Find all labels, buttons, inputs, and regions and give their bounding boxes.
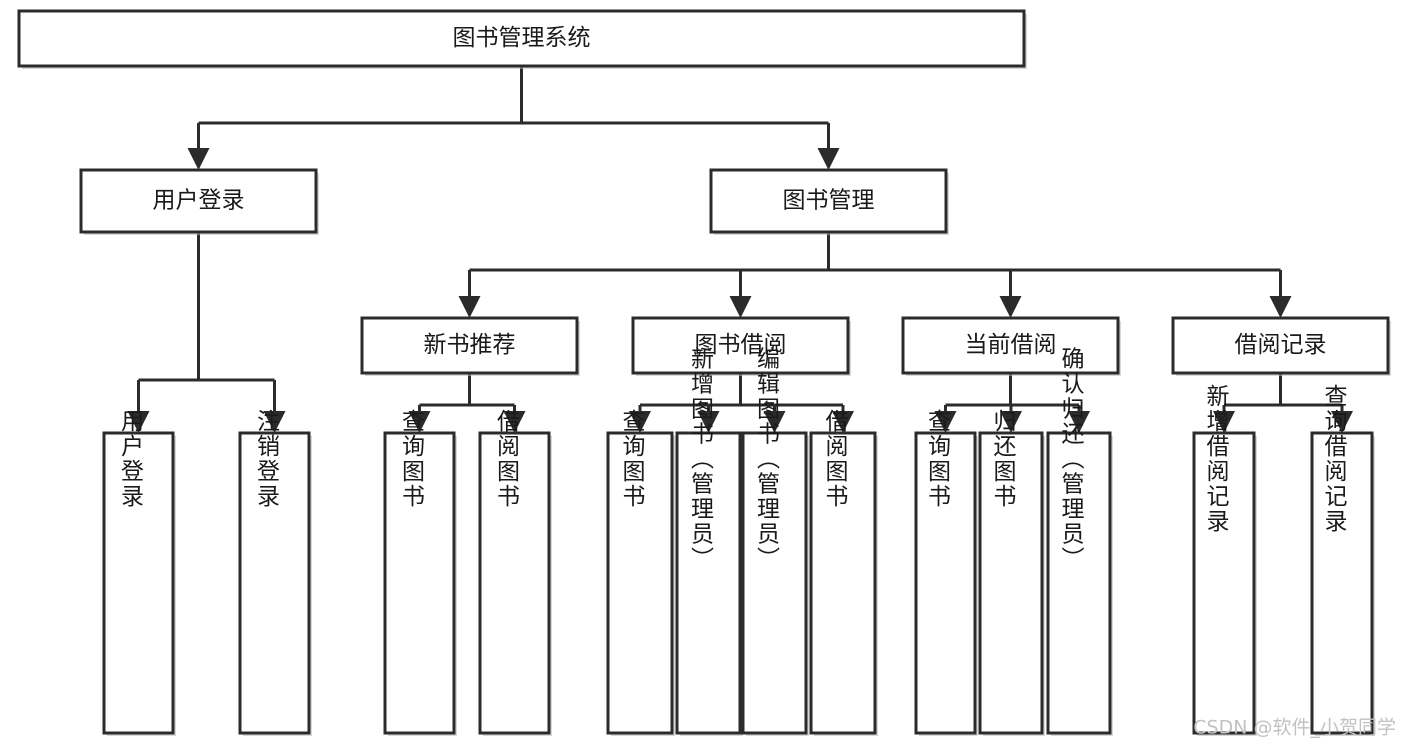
node-label: 当前借阅 bbox=[965, 332, 1057, 358]
arrow-head-icon bbox=[697, 411, 720, 433]
node-rect[interactable] bbox=[978, 431, 1044, 735]
level2-node-新书推荐[interactable]: 新书推荐 bbox=[360, 316, 580, 376]
node-label: 用户登录 bbox=[117, 409, 145, 509]
node-label: 查询图书 bbox=[618, 409, 646, 509]
arrow-head-icon bbox=[1331, 411, 1353, 433]
level1-node-图书管理[interactable]: 图书管理 bbox=[709, 168, 949, 235]
node-label: 图书管理 bbox=[783, 188, 875, 214]
arrow-head-icon bbox=[832, 411, 854, 433]
node-rect[interactable] bbox=[1310, 431, 1374, 735]
csdn-watermark: CSDN @软件_小贺同学 bbox=[1193, 717, 1396, 739]
node-label: 借阅图书 bbox=[493, 409, 521, 509]
leaf-node-借阅图书[interactable]: 借阅图书 bbox=[809, 409, 878, 736]
leaf-node-归还图书[interactable]: 归还图书 bbox=[978, 409, 1045, 736]
node-rect[interactable] bbox=[17, 9, 1026, 68]
node-rect[interactable] bbox=[809, 431, 877, 735]
node-rect[interactable] bbox=[631, 316, 850, 375]
node-label: 确认归还（管理员） bbox=[1057, 347, 1085, 572]
level2-node-图书借阅[interactable]: 图书借阅 bbox=[631, 316, 851, 376]
node-label: 查询图书 bbox=[398, 409, 426, 509]
node-rect[interactable] bbox=[709, 168, 948, 234]
node-rect[interactable] bbox=[741, 431, 808, 735]
leaf-node-借阅图书[interactable]: 借阅图书 bbox=[478, 409, 552, 736]
arrow-head-icon bbox=[763, 411, 786, 433]
node-rect[interactable] bbox=[914, 431, 977, 735]
node-label: 借阅记录 bbox=[1235, 332, 1327, 358]
node-label: 注销登录 bbox=[253, 409, 281, 509]
node-label: 新增图书（管理员） bbox=[687, 347, 715, 572]
level2-node-借阅记录[interactable]: 借阅记录 bbox=[1171, 316, 1391, 376]
leaf-node-查询图书[interactable]: 查询图书 bbox=[383, 409, 457, 736]
arrow-head-icon bbox=[1000, 411, 1022, 433]
leaf-node-编辑图书管理员[interactable]: 编辑图书（管理员） bbox=[741, 347, 809, 737]
arrow-head-icon bbox=[1213, 411, 1235, 433]
arrow-head-icon bbox=[999, 296, 1022, 318]
node-label: 新增借阅记录 bbox=[1202, 384, 1230, 534]
level1-node-用户登录[interactable]: 用户登录 bbox=[79, 168, 319, 235]
arrow-head-icon bbox=[263, 411, 286, 433]
node-rect[interactable] bbox=[478, 431, 551, 735]
node-rect[interactable] bbox=[901, 316, 1120, 375]
node-label: 归还图书 bbox=[989, 409, 1017, 509]
node-rect[interactable] bbox=[1171, 316, 1390, 375]
arrow-head-icon bbox=[1269, 296, 1292, 318]
arrow-head-icon bbox=[629, 411, 651, 433]
node-label: 编辑图书（管理员） bbox=[753, 347, 781, 572]
arrow-head-icon bbox=[458, 296, 481, 318]
arrow-head-icon bbox=[934, 411, 957, 433]
node-rect[interactable] bbox=[79, 168, 318, 234]
node-label: 借阅图书 bbox=[821, 409, 849, 509]
node-rect[interactable] bbox=[606, 431, 674, 735]
level2-node-当前借阅[interactable]: 当前借阅 bbox=[901, 316, 1121, 376]
leaf-node-查询借阅记录[interactable]: 查询借阅记录 bbox=[1310, 384, 1375, 736]
node-label: 图书借阅 bbox=[695, 332, 787, 358]
node-label: 用户登录 bbox=[153, 188, 245, 214]
node-label: 查询图书 bbox=[924, 409, 952, 509]
arrow-head-icon bbox=[817, 148, 840, 170]
node-label: 图书管理系统 bbox=[453, 25, 591, 51]
arrow-head-icon bbox=[127, 411, 150, 433]
connector-layer bbox=[127, 66, 1353, 433]
leaf-node-新增图书管理员[interactable]: 新增图书（管理员） bbox=[675, 347, 743, 737]
node-layer: 图书管理系统用户登录图书管理新书推荐图书借阅当前借阅借阅记录用户登录注销登录查询… bbox=[17, 9, 1391, 737]
arrow-head-icon bbox=[503, 411, 526, 433]
node-rect[interactable] bbox=[1192, 431, 1256, 735]
node-label: 查询借阅记录 bbox=[1320, 384, 1348, 534]
arrow-head-icon bbox=[187, 148, 210, 170]
leaf-node-注销登录[interactable]: 注销登录 bbox=[238, 409, 312, 736]
leaf-node-新增借阅记录[interactable]: 新增借阅记录 bbox=[1192, 384, 1257, 736]
node-rect[interactable] bbox=[238, 431, 311, 735]
node-rect[interactable] bbox=[675, 431, 742, 735]
leaf-node-查询图书[interactable]: 查询图书 bbox=[914, 409, 978, 736]
node-rect[interactable] bbox=[360, 316, 579, 375]
leaf-node-查询图书[interactable]: 查询图书 bbox=[606, 409, 675, 736]
root-node-图书管理系统[interactable]: 图书管理系统 bbox=[17, 9, 1027, 69]
leaf-node-用户登录[interactable]: 用户登录 bbox=[102, 409, 176, 736]
node-rect[interactable] bbox=[102, 431, 175, 735]
node-rect[interactable] bbox=[383, 431, 456, 735]
node-label: 新书推荐 bbox=[424, 332, 516, 358]
node-rect[interactable] bbox=[1046, 431, 1112, 735]
leaf-node-确认归还管理员[interactable]: 确认归还（管理员） bbox=[1046, 347, 1113, 737]
arrow-head-icon bbox=[1068, 411, 1090, 433]
arrow-head-icon bbox=[729, 296, 752, 318]
arrow-head-icon bbox=[408, 411, 431, 433]
